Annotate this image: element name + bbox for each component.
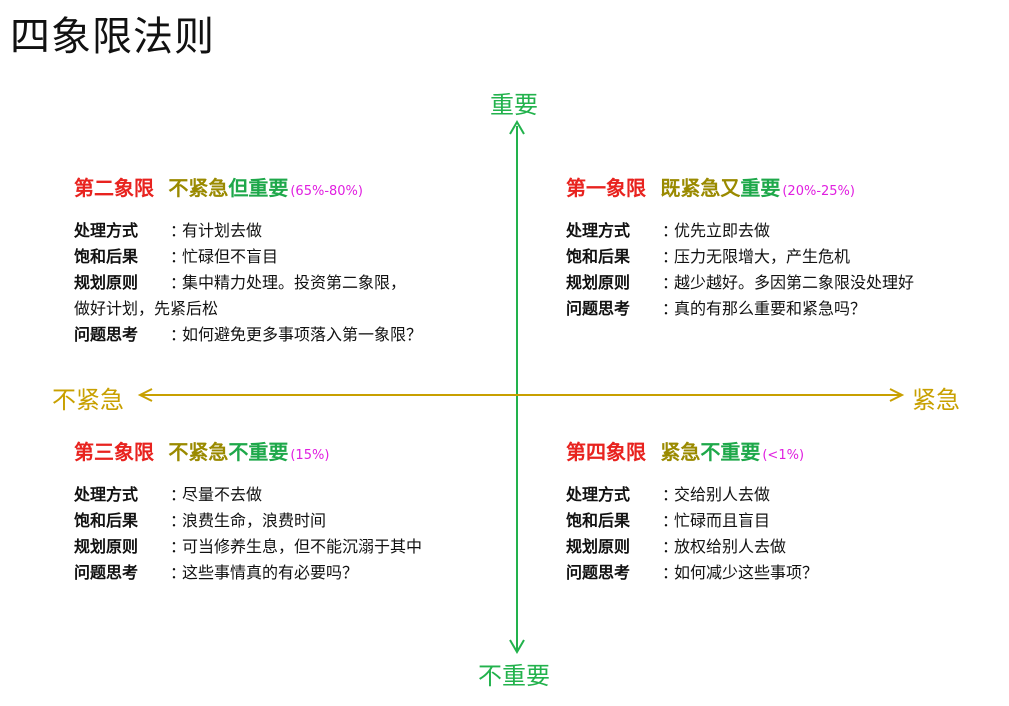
quadrant-details: 处理方式：尽量不去做 饱和后果：浪费生命，浪费时间 规划原则：可当修养生息，但不… (74, 482, 514, 586)
axis-label-not-important: 不重要 (478, 662, 550, 690)
quadrant-importance: 重要 (248, 176, 289, 200)
detail-row: 饱和后果：压力无限增大，产生危机 (566, 244, 1006, 270)
quadrant-percentage: (15%) (290, 448, 330, 463)
detail-label: 饱和后果 (566, 511, 631, 530)
quadrant-heading: 第二象限 不紧急但重要(65%-80%) (74, 172, 514, 202)
detail-row: 处理方式：优先立即去做 (566, 218, 1006, 244)
quadrant-name: 第三象限 (74, 440, 154, 464)
arrow-left-icon (137, 388, 153, 402)
detail-row: 处理方式：尽量不去做 (74, 482, 514, 508)
detail-row: 处理方式：交给别人去做 (566, 482, 1006, 508)
detail-label: 规划原则 (74, 273, 139, 292)
detail-label: 饱和后果 (74, 511, 139, 530)
detail-label: 问题思考 (74, 563, 139, 582)
detail-text: 真的有那么重要和紧急吗？ (674, 299, 867, 318)
detail-label: 处理方式 (74, 221, 139, 240)
detail-row: 问题思考：如何避免更多事项落入第一象限？ (74, 322, 514, 348)
detail-label: 处理方式 (74, 485, 139, 504)
arrow-right-icon (889, 388, 905, 402)
detail-label: 饱和后果 (566, 247, 631, 266)
detail-text: 尽量不去做 (182, 485, 263, 504)
detail-row: 规划原则：放权给别人去做 (566, 534, 1006, 560)
quadrant-3: 第三象限 不紧急不重要(15%) 处理方式：尽量不去做 饱和后果：浪费生命，浪费… (74, 436, 514, 586)
axis-label-urgent: 紧急 (912, 386, 960, 414)
quadrant-4: 第四象限 紧急不重要(<1%) 处理方式：交给别人去做 饱和后果：忙碌而且盲目 … (566, 436, 1006, 586)
arrow-down-icon (509, 639, 525, 654)
detail-row: 饱和后果：浪费生命，浪费时间 (74, 508, 514, 534)
quadrant-importance: 不重要 (228, 440, 289, 464)
detail-row: 饱和后果：忙碌但不盲目 (74, 244, 514, 270)
quadrant-connector: 但 (228, 176, 249, 200)
detail-text: 做好计划，先紧后松 (74, 299, 219, 318)
detail-label: 处理方式 (566, 221, 631, 240)
detail-text: 可当修养生息，但不能沉溺于其中 (182, 537, 423, 556)
quadrant-heading: 第三象限 不紧急不重要(15%) (74, 436, 514, 466)
quadrant-urgency: 不紧急 (168, 440, 229, 464)
detail-text: 浪费生命，浪费时间 (182, 511, 327, 530)
detail-row: 问题思考：如何减少这些事项？ (566, 560, 1006, 586)
detail-label: 问题思考 (566, 563, 631, 582)
detail-text: 压力无限增大，产生危机 (674, 247, 851, 266)
detail-row-continued: 做好计划，先紧后松 (74, 296, 514, 322)
detail-text: 如何避免更多事项落入第一象限？ (182, 325, 423, 344)
detail-text: 交给别人去做 (674, 485, 771, 504)
quadrant-name: 第一象限 (566, 176, 646, 200)
detail-label: 饱和后果 (74, 247, 139, 266)
quadrant-heading: 第四象限 紧急不重要(<1%) (566, 436, 1006, 466)
detail-label: 问题思考 (566, 299, 631, 318)
detail-label: 问题思考 (74, 325, 139, 344)
quadrant-importance: 重要 (740, 176, 781, 200)
detail-row: 问题思考：这些事情真的有必要吗？ (74, 560, 514, 586)
quadrant-urgency: 既紧急 (660, 176, 721, 200)
quadrant-details: 处理方式：有计划去做 饱和后果：忙碌但不盲目 规划原则：集中精力处理。投资第二象… (74, 218, 514, 348)
detail-row: 规划原则：可当修养生息，但不能沉溺于其中 (74, 534, 514, 560)
quadrant-urgency: 不紧急 (168, 176, 229, 200)
detail-label: 规划原则 (566, 273, 631, 292)
quadrant-percentage: (20%-25%) (782, 184, 855, 199)
detail-row: 规划原则：越少越好。多因第二象限没处理好 (566, 270, 1006, 296)
detail-text: 放权给别人去做 (674, 537, 787, 556)
quadrant-importance: 不重要 (700, 440, 761, 464)
detail-row: 饱和后果：忙碌而且盲目 (566, 508, 1006, 534)
arrow-up-icon (509, 120, 525, 135)
quadrant-connector: 又 (720, 176, 741, 200)
detail-label: 处理方式 (566, 485, 631, 504)
axis-label-important: 重要 (490, 91, 538, 119)
quadrant-1: 第一象限 既紧急又重要(20%-25%) 处理方式：优先立即去做 饱和后果：压力… (566, 172, 1006, 322)
quadrant-heading: 第一象限 既紧急又重要(20%-25%) (566, 172, 1006, 202)
detail-text: 忙碌但不盲目 (182, 247, 279, 266)
quadrant-percentage: (65%-80%) (290, 184, 363, 199)
detail-row: 规划原则：集中精力处理。投资第二象限， (74, 270, 514, 296)
detail-text: 越少越好。多因第二象限没处理好 (674, 273, 915, 292)
detail-text: 优先立即去做 (674, 221, 771, 240)
quadrant-details: 处理方式：优先立即去做 饱和后果：压力无限增大，产生危机 规划原则：越少越好。多… (566, 218, 1006, 322)
quadrant-percentage: (<1%) (762, 448, 805, 463)
quadrant-details: 处理方式：交给别人去做 饱和后果：忙碌而且盲目 规划原则：放权给别人去做 问题思… (566, 482, 1006, 586)
quadrant-name: 第二象限 (74, 176, 154, 200)
detail-row: 处理方式：有计划去做 (74, 218, 514, 244)
page-title: 四象限法则 (10, 14, 215, 60)
quadrant-urgency: 紧急 (660, 440, 701, 464)
quadrant-name: 第四象限 (566, 440, 646, 464)
detail-text: 有计划去做 (182, 221, 263, 240)
detail-label: 规划原则 (566, 537, 631, 556)
detail-row: 问题思考：真的有那么重要和紧急吗？ (566, 296, 1006, 322)
detail-text: 集中精力处理。投资第二象限， (182, 273, 407, 292)
quadrant-2: 第二象限 不紧急但重要(65%-80%) 处理方式：有计划去做 饱和后果：忙碌但… (74, 172, 514, 348)
detail-text: 这些事情真的有必要吗？ (182, 563, 359, 582)
detail-text: 忙碌而且盲目 (674, 511, 771, 530)
detail-text: 如何减少这些事项？ (674, 563, 819, 582)
axis-label-not-urgent: 不紧急 (52, 386, 124, 414)
detail-label: 规划原则 (74, 537, 139, 556)
